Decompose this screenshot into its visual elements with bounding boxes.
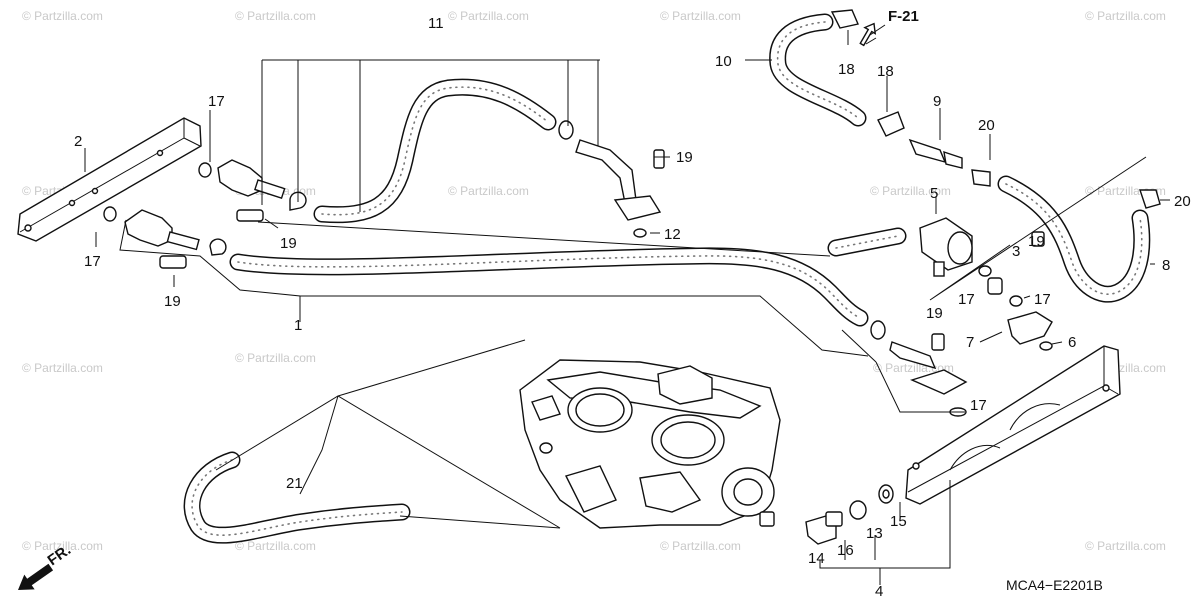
callout-16: 16: [837, 542, 854, 559]
watermark: © Partzilla.com: [660, 9, 741, 23]
callout-12: 12: [664, 226, 681, 243]
hose-1: [229, 247, 937, 370]
callouts: 11 2 17 17 19 19 19 12 1 10 18 18 9 20 2…: [74, 15, 1191, 598]
watermark: © Partzilla.com: [22, 361, 103, 375]
watermark: © Partzilla.com: [22, 9, 103, 23]
callout-8: 8: [1162, 257, 1170, 274]
callout-18: 18: [877, 63, 894, 80]
watermark: © Partzilla.com: [1085, 9, 1166, 23]
watermark: © Partzilla.com: [870, 184, 951, 198]
callout-19: 19: [164, 293, 181, 310]
callout-20: 20: [978, 117, 995, 134]
callout-17: 17: [970, 397, 987, 414]
callout-15: 15: [890, 513, 907, 530]
callout-5: 5: [930, 185, 938, 202]
callout-13: 13: [866, 525, 883, 542]
hose-21: [183, 451, 411, 544]
callout-2: 2: [74, 133, 82, 150]
callout-19: 19: [1028, 233, 1045, 250]
watermark: © Partzilla.com: [448, 9, 529, 23]
reference-label: F-21: [888, 8, 919, 25]
watermark: © Partzilla.com: [235, 539, 316, 553]
diagram-code: MCA4−E2201B: [1006, 577, 1103, 593]
watermark: © Partzilla.com: [1085, 539, 1166, 553]
callout-20: 20: [1174, 193, 1191, 210]
callout-4: 4: [875, 583, 883, 598]
callout-17: 17: [84, 253, 101, 270]
hose-10: [769, 9, 991, 187]
right-fittings: [910, 231, 1053, 417]
callout-3: 3: [1012, 243, 1020, 260]
hose-8: [997, 175, 1161, 303]
hose-11: [313, 78, 665, 238]
callout-17: 17: [958, 291, 975, 308]
throttle-body: [519, 359, 781, 529]
bottom-hardware: [805, 484, 894, 545]
callout-18: 18: [838, 61, 855, 78]
right-rail-part: [905, 345, 1121, 505]
callout-1: 1: [294, 317, 302, 334]
callout-10: 10: [715, 53, 732, 70]
callout-21: 21: [286, 475, 303, 492]
callout-19: 19: [926, 305, 943, 322]
callout-14: 14: [808, 550, 825, 567]
reference-arrow: [859, 22, 877, 47]
regulator-part: [919, 217, 973, 277]
watermark: © Partzilla.com: [235, 9, 316, 23]
callout-19: 19: [280, 235, 297, 252]
left-fittings: [103, 159, 307, 269]
callout-17: 17: [208, 93, 225, 110]
callout-11: 11: [428, 15, 444, 32]
callout-7: 7: [966, 334, 974, 351]
callout-9: 9: [933, 93, 941, 110]
callout-6: 6: [1068, 334, 1076, 351]
watermark: © Partzilla.com: [448, 184, 529, 198]
watermark: © Partzilla.com: [22, 539, 103, 553]
watermark: © Partzilla.com: [660, 539, 741, 553]
front-arrow-icon: [18, 563, 54, 590]
callout-19: 19: [676, 149, 693, 166]
callout-17: 17: [1034, 291, 1051, 308]
left-rail-part: [17, 117, 202, 242]
watermark: © Partzilla.com: [235, 351, 316, 365]
leader-lines: [84, 24, 1170, 585]
